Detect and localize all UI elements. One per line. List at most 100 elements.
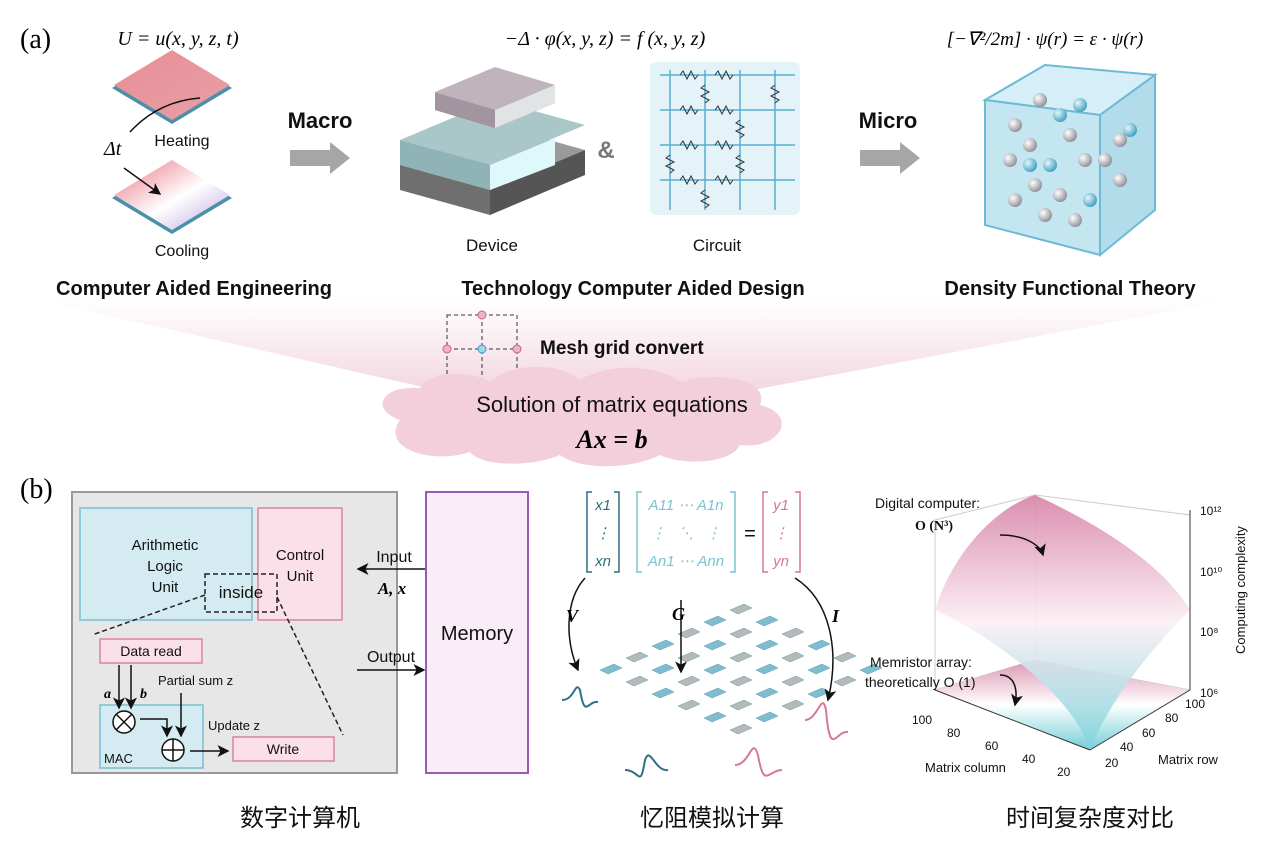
y-tick-5: 20 <box>1105 756 1119 770</box>
x-tick-3: 60 <box>985 739 999 753</box>
z-tick-3: 10⁸ <box>1200 625 1218 639</box>
memristor-cell <box>755 663 779 675</box>
zoom-line-left <box>91 594 206 636</box>
vector-x-top: x1 <box>594 497 611 514</box>
tcad-title: Technology Computer Aided Design <box>461 278 804 300</box>
memristor-cell <box>755 687 779 699</box>
digital-computer-label: Digital computer: <box>875 495 980 511</box>
z-tick-2: 10¹⁰ <box>1200 565 1222 579</box>
y-tick-2: 80 <box>1165 711 1179 725</box>
y-tick-3: 60 <box>1142 726 1156 740</box>
convergence-fan <box>40 300 1230 400</box>
digital-order-label: O (N³) <box>915 519 953 534</box>
label-a: a <box>104 687 111 702</box>
memristor-cell <box>781 699 805 711</box>
output-pulse-left <box>624 754 669 778</box>
memristor-cell <box>625 651 649 663</box>
tcad-formula: −Δ · φ(x, y, z) = f (x, y, z) <box>505 28 706 50</box>
memristor-cell <box>729 627 753 639</box>
y-tick-4: 40 <box>1120 740 1134 754</box>
matrix-row-2: ⋮ ⋱ ⋮ <box>651 525 721 542</box>
memristor-cell <box>729 699 753 711</box>
heating-curve <box>129 97 201 133</box>
memristor-cell <box>677 627 701 639</box>
memristor-cell <box>729 603 753 615</box>
memristor-cell <box>859 663 883 675</box>
memristor-arrows <box>568 577 837 702</box>
memristor-cell <box>755 615 779 627</box>
alu-label-3: Unit <box>152 579 180 596</box>
cae-formula: U = u(x, y, z, t) <box>117 28 239 50</box>
x-axis-label: Matrix column <box>925 760 1006 775</box>
dft-cube <box>981 63 1158 258</box>
partial-sum-label: Partial sum z <box>158 673 233 688</box>
memristor-cell <box>703 639 727 651</box>
memristor-cell <box>599 663 623 675</box>
memristor-cell <box>625 675 649 687</box>
memristor-cell <box>677 675 701 687</box>
heating-plate <box>112 50 232 124</box>
input-label: Input <box>376 549 412 566</box>
multiply-icon <box>112 710 136 734</box>
heating-label: Heating <box>154 133 209 150</box>
mesh-label: Mesh grid convert <box>540 338 704 359</box>
memristor-cell <box>781 651 805 663</box>
output-label: Output <box>367 649 416 666</box>
control-label-2: Unit <box>287 568 315 585</box>
matrix-row-1: A11 ⋯ A1n <box>647 497 723 514</box>
macro-label: Macro <box>288 108 353 133</box>
memristor-cell <box>677 699 701 711</box>
cooling-plate <box>112 160 232 234</box>
memristor-cell <box>729 651 753 663</box>
memristor-cell <box>703 615 727 627</box>
memristor-cell <box>703 687 727 699</box>
memristor-cell <box>703 663 727 675</box>
memristor-cell <box>807 687 831 699</box>
z-tick-4: 10⁶ <box>1200 686 1218 700</box>
update-label: Update z <box>208 718 260 733</box>
mesh-grid-icon <box>442 310 522 388</box>
panel-b-label: (b) <box>20 474 53 505</box>
delta-t-arrow <box>123 167 162 195</box>
memristor-cell <box>833 675 857 687</box>
y-axis-label: Matrix row <box>1158 752 1219 767</box>
z-tick-1: 10¹² <box>1200 504 1221 518</box>
memristor-cell <box>729 675 753 687</box>
cae-title: Computer Aided Engineering <box>56 278 332 300</box>
label-b: b <box>140 687 147 702</box>
inside-label: inside <box>219 583 263 602</box>
y-tick-1: 100 <box>1185 697 1205 711</box>
complexity-plot <box>934 494 1191 751</box>
caption-digital: 数字计算机 <box>240 805 360 832</box>
memristor-cell <box>703 711 727 723</box>
mac-label: MAC <box>104 751 133 766</box>
vector-y-bot: yn <box>772 553 789 570</box>
matrix-row-3: An1 ⋯ Ann <box>647 553 724 570</box>
memristor-order-label: theoretically O (1) <box>865 674 975 690</box>
memristor-cell <box>651 687 675 699</box>
input-vars: A, x <box>377 579 407 598</box>
vector-x-dots: ⋮ <box>596 525 611 542</box>
micro-label: Micro <box>859 108 918 133</box>
memristor-cell <box>755 639 779 651</box>
memristor-cell <box>677 651 701 663</box>
write-box <box>232 736 335 762</box>
vector-x-bot: xn <box>594 553 611 570</box>
circuit-label: Circuit <box>693 236 741 255</box>
alu-label-1: Arithmetic <box>132 537 199 554</box>
memristor-cell <box>729 723 753 735</box>
x-tick-5: 20 <box>1057 765 1071 779</box>
digital-surface <box>935 495 1190 750</box>
micro-arrow <box>860 142 920 174</box>
z-axis-label: Computing complexity <box>1233 526 1248 654</box>
memristor-cell <box>781 627 805 639</box>
vector-y-top: y1 <box>772 497 789 514</box>
memory-box <box>425 491 529 774</box>
zoom-line-right <box>276 596 344 736</box>
mac-arrows <box>113 563 426 757</box>
x-tick-1: 100 <box>912 713 932 727</box>
x-tick-2: 80 <box>947 726 961 740</box>
memristor-label: Memristor array: <box>870 654 972 670</box>
memristor-cell <box>807 639 831 651</box>
